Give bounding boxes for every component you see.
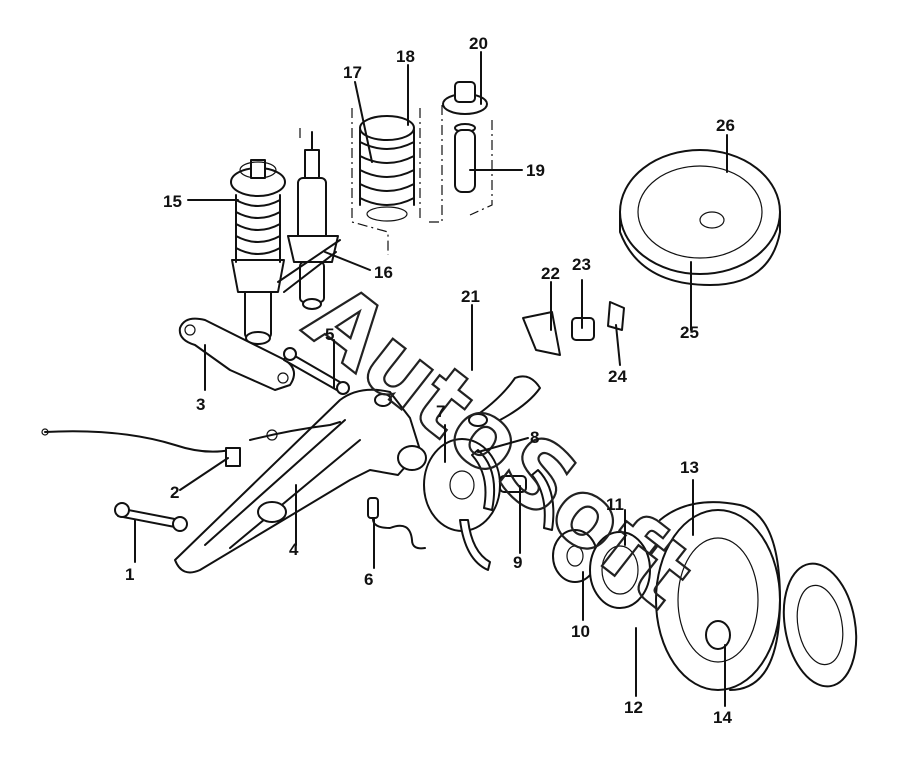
callout-13: 13 [680, 458, 699, 477]
callout-19: 19 [526, 161, 545, 180]
leader-lines [134, 51, 728, 707]
callout-17: 17 [343, 63, 362, 82]
callout-3: 3 [196, 395, 205, 414]
callout-9: 9 [513, 553, 522, 572]
brake-cable [41, 421, 341, 467]
callout-11: 11 [606, 495, 624, 514]
callout-18: 18 [396, 47, 415, 66]
callout-12: 12 [624, 698, 643, 717]
callout-1: 1 [125, 565, 134, 584]
callout-25: 25 [680, 323, 699, 342]
wheel-cover [782, 562, 858, 688]
callout-6: 6 [364, 570, 373, 589]
callout-21: 21 [461, 287, 480, 306]
trailing-arm [174, 388, 427, 574]
callout-7: 7 [436, 402, 445, 421]
shock-absorber [277, 131, 341, 310]
callout-8: 8 [530, 428, 539, 447]
phantom-lines [299, 105, 493, 255]
callout-10: 10 [571, 622, 590, 641]
callout-23: 23 [572, 255, 591, 274]
callout-16: 16 [374, 263, 393, 282]
lower-link [114, 502, 188, 532]
abs-sensor [367, 497, 426, 550]
callout-4: 4 [289, 540, 299, 559]
stabilizer-bar [468, 375, 541, 427]
callout-22: 22 [541, 264, 560, 283]
callout-14: 14 [713, 708, 732, 727]
road-wheel [655, 501, 781, 691]
upper-control-arm [178, 317, 295, 391]
callout-2: 2 [170, 483, 179, 502]
callout-26: 26 [716, 116, 735, 135]
brake-shoes [459, 449, 555, 571]
bump-stop-and-mount [442, 81, 488, 193]
callout-20: 20 [469, 34, 488, 53]
callout-5: 5 [325, 325, 334, 344]
link-rod [283, 347, 350, 395]
spare-tire [619, 149, 781, 286]
coilover-assembly [230, 159, 286, 345]
callout-24: 24 [608, 367, 627, 386]
stabilizer-brackets [522, 301, 625, 356]
brake-drum [589, 531, 651, 609]
coil-spring [359, 115, 415, 222]
callout-15: 15 [163, 192, 182, 211]
